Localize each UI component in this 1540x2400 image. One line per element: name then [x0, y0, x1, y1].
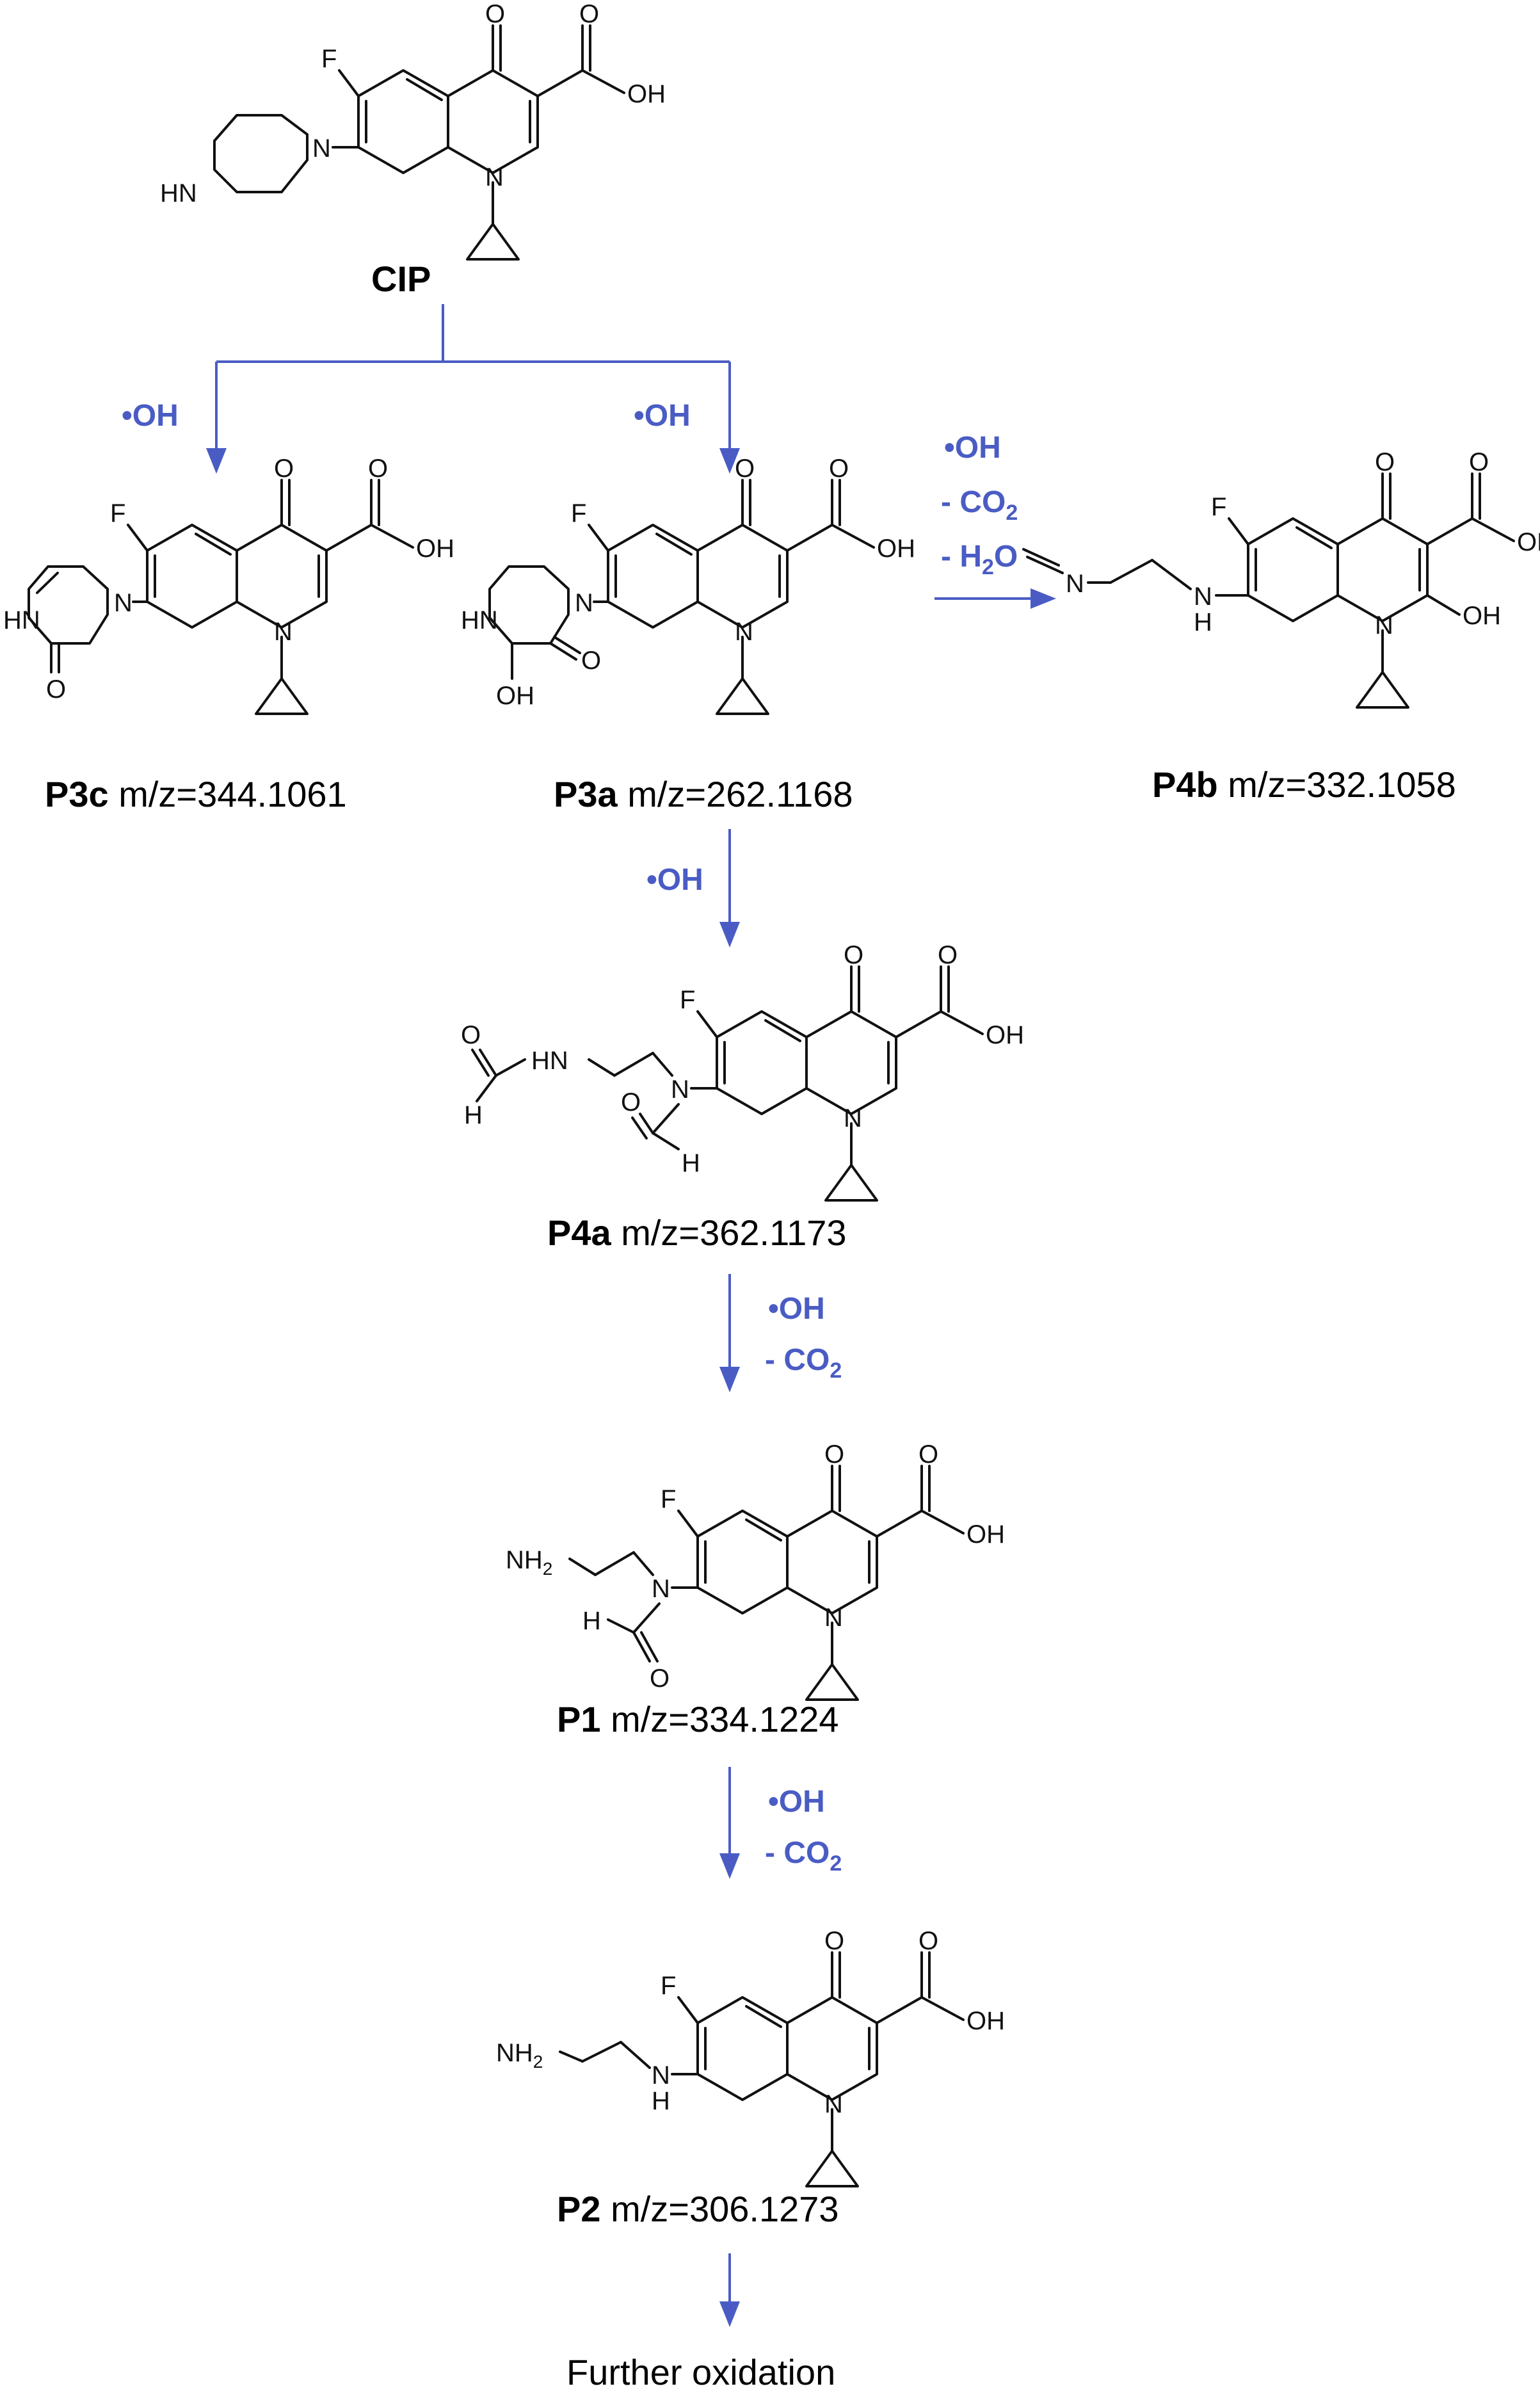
atom-f: F	[661, 1972, 676, 2000]
compound-label-p3a: P3a m/z=262.1168	[554, 774, 853, 814]
atom-n: N	[312, 134, 331, 163]
structure-p4b: O O OH F N OH N H N	[1022, 448, 1540, 709]
atom-o: O	[46, 675, 66, 704]
arrow-p2-to-further-oxidation	[719, 2253, 740, 2327]
compound-label-p4b: P4b m/z=332.1058	[1152, 764, 1456, 805]
arrow-p3a-to-p4a	[719, 829, 740, 947]
atom-n: N	[274, 618, 293, 646]
atom-oh: OH	[1463, 602, 1501, 630]
structure-p1: O O OH F N N NH2 H O	[506, 1440, 1005, 1701]
condition-oh: •OH	[944, 431, 1001, 465]
atom-f: F	[321, 45, 337, 73]
compound-label-p2: P2 m/z=306.1273	[557, 2189, 839, 2229]
atom-o: O	[581, 647, 601, 675]
atom-oh: OH	[986, 1021, 1024, 1049]
condition-oh: •OH	[768, 1785, 825, 1819]
atom-o: O	[1375, 448, 1395, 476]
atom-o: O	[844, 941, 863, 969]
atom-f: F	[680, 986, 695, 1014]
atom-n: N	[1194, 583, 1212, 611]
atom-hn: HN	[461, 606, 498, 634]
atom-oh: OH	[496, 682, 534, 710]
atom-h: H	[582, 1607, 601, 1635]
atom-n: N	[824, 2090, 843, 2118]
atom-nh2: NH2	[506, 1546, 552, 1579]
atom-n: N	[485, 163, 504, 191]
atom-o: O	[274, 455, 294, 483]
condition-oh: •OH	[634, 399, 691, 433]
atom-h: H	[652, 2087, 670, 2115]
atom-o: O	[368, 455, 388, 483]
atom-f: F	[1211, 493, 1226, 521]
atom-oh: OH	[627, 80, 666, 108]
arrow-p4a-to-p1	[719, 1274, 740, 1392]
atom-n: N	[824, 1604, 843, 1632]
arrow-cip-split	[206, 304, 740, 474]
atom-o: O	[829, 455, 849, 483]
structure-cip: O O OH F N N HN	[160, 0, 666, 261]
atom-f: F	[571, 499, 586, 528]
structure-p3a: O O OH F N N HN O OH	[461, 455, 915, 715]
atom-h: H	[1194, 608, 1212, 636]
condition-minus-co2: - CO2	[765, 1343, 842, 1383]
atom-o: O	[938, 941, 958, 969]
atom-n: N	[844, 1104, 862, 1132]
arrow-p3a-to-p4b	[934, 588, 1056, 609]
atom-o: O	[918, 1440, 938, 1469]
condition-oh: •OH	[122, 399, 179, 433]
atom-o: O	[824, 1440, 844, 1469]
condition-oh: •OH	[646, 863, 703, 897]
atom-o: O	[579, 0, 599, 28]
atom-oh: OH	[967, 1520, 1005, 1549]
atom-oh: OH	[877, 535, 915, 563]
atom-n: N	[652, 2061, 670, 2090]
atom-o: O	[621, 1088, 641, 1116]
atom-n: N	[652, 1575, 670, 1603]
atom-o: O	[1469, 448, 1489, 476]
condition-oh: •OH	[768, 1292, 825, 1326]
further-oxidation-label: Further oxidation	[566, 2352, 835, 2392]
atom-f: F	[110, 499, 125, 528]
atom-o: O	[918, 1927, 938, 1955]
structure-p3c: O O OH F N N HN O	[3, 455, 454, 715]
atom-nh2: NH2	[496, 2039, 543, 2072]
arrow-p1-to-p2	[719, 1767, 740, 1879]
compound-label-p4a: P4a m/z=362.1173	[547, 1212, 847, 1253]
atom-oh: OH	[1517, 528, 1540, 556]
atom-o: O	[824, 1927, 844, 1955]
atom-n: N	[671, 1075, 689, 1104]
atom-h: H	[682, 1149, 700, 1177]
atom-n: N	[1066, 570, 1084, 598]
condition-minus-co2: - CO2	[941, 485, 1018, 525]
condition-minus-h2o: - H2O	[941, 540, 1018, 579]
structure-p4a: O O OH F N N HN O H O H	[461, 941, 1024, 1202]
atom-n: N	[735, 618, 753, 646]
atom-o: O	[485, 0, 505, 28]
compound-label-p3c: P3c m/z=344.1061	[45, 774, 347, 814]
atom-n: N	[575, 589, 593, 617]
condition-minus-co2: - CO2	[765, 1836, 842, 1876]
atom-h: H	[464, 1101, 483, 1129]
atom-n: N	[1375, 611, 1393, 640]
atom-oh: OH	[416, 535, 454, 563]
atom-hn: HN	[160, 179, 197, 207]
compound-label-cip: CIP	[371, 259, 431, 299]
atom-f: F	[661, 1485, 676, 1513]
atom-hn: HN	[531, 1047, 568, 1075]
atom-oh: OH	[967, 2007, 1005, 2035]
atom-o: O	[735, 455, 755, 483]
atom-o: O	[461, 1021, 481, 1049]
atom-n: N	[114, 589, 132, 617]
structure-p2: O O OH F N N H NH2	[496, 1927, 1005, 2187]
atom-hn: HN	[3, 606, 40, 634]
compound-label-p1: P1 m/z=334.1224	[557, 1699, 839, 1739]
atom-o: O	[650, 1664, 670, 1693]
